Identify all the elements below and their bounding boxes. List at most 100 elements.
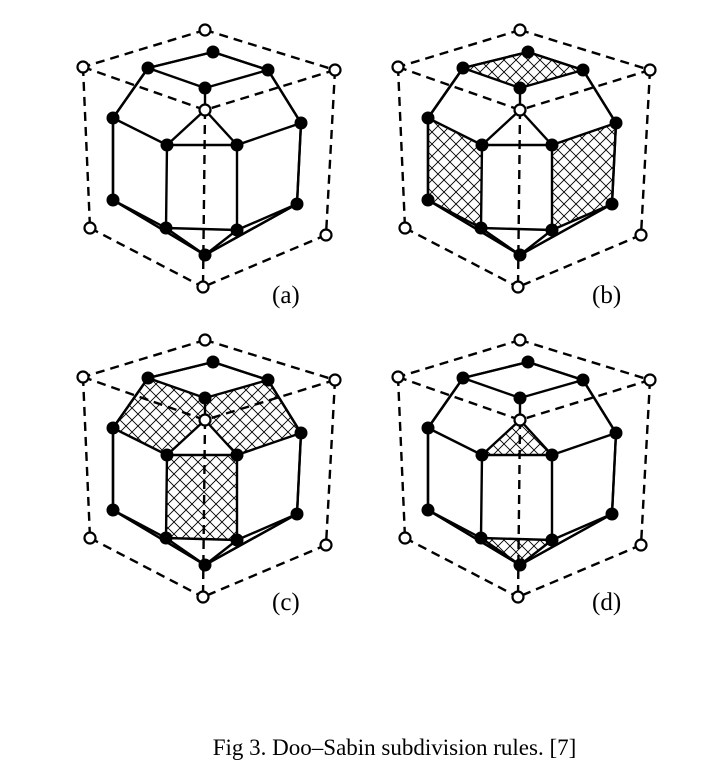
refined-edge xyxy=(518,68,585,90)
panel-d xyxy=(391,333,657,604)
original-vertex xyxy=(513,103,527,117)
original-edge xyxy=(519,338,651,382)
refined-edge xyxy=(111,426,169,457)
refined-edge xyxy=(111,198,207,257)
original-edge xyxy=(396,376,407,539)
original-edge xyxy=(397,375,521,422)
original-edge xyxy=(639,69,652,236)
original-vertex xyxy=(83,531,97,545)
refined-edge xyxy=(518,418,554,457)
new-vertex xyxy=(545,138,559,152)
new-vertex xyxy=(230,448,244,462)
new-vertex xyxy=(545,533,559,547)
refined-edge xyxy=(111,116,169,147)
original-edge xyxy=(404,536,519,599)
original-vertex xyxy=(198,103,212,117)
refined-edge xyxy=(479,143,484,230)
refined-edge xyxy=(164,453,169,540)
original-edge xyxy=(82,375,206,422)
original-vertex xyxy=(398,221,412,235)
new-vertex xyxy=(106,193,120,207)
refined-edge xyxy=(518,202,614,257)
new-vertex xyxy=(106,111,120,125)
shaded-face-front xyxy=(166,455,237,540)
original-edge xyxy=(202,543,327,599)
figure-caption: Fig 3. Doo–Sabin subdivision rules. [7] xyxy=(212,735,577,760)
new-vertex xyxy=(261,373,275,387)
original-edge xyxy=(397,338,521,379)
new-vertex xyxy=(421,421,435,435)
original-edge xyxy=(204,28,336,72)
refined-edge xyxy=(610,121,618,206)
panel-a xyxy=(76,23,342,294)
original-vertex xyxy=(634,538,648,552)
original-edge xyxy=(324,379,337,546)
refined-edge xyxy=(479,453,484,540)
refined-edge xyxy=(581,378,618,435)
refined-edge xyxy=(518,512,614,567)
original-vertex xyxy=(198,23,212,37)
original-vertex xyxy=(513,333,527,347)
new-vertex xyxy=(513,248,527,262)
shaded-face-right xyxy=(552,123,616,230)
refined-edge xyxy=(426,116,484,147)
refined-edge xyxy=(461,360,530,380)
new-vertex xyxy=(456,61,470,75)
shaded-face-front-triangle xyxy=(482,420,552,455)
original-vertex xyxy=(634,228,648,242)
refined-edge xyxy=(235,431,303,457)
new-vertex xyxy=(576,63,590,77)
original-vertex xyxy=(643,373,657,387)
new-vertex xyxy=(141,61,155,75)
refined-edge xyxy=(426,426,484,457)
refined-edge xyxy=(295,431,303,516)
refined-edge xyxy=(203,418,239,457)
refined-edge xyxy=(480,108,522,147)
new-vertex xyxy=(294,116,308,130)
refined-edge xyxy=(266,378,303,435)
new-vertex xyxy=(605,197,619,211)
original-vertex xyxy=(196,590,210,604)
original-vertex xyxy=(196,280,210,294)
original-vertex xyxy=(328,63,342,77)
refined-edge xyxy=(203,68,270,90)
refined-edge xyxy=(111,376,150,430)
refined-edge xyxy=(550,121,618,147)
new-vertex xyxy=(198,248,212,262)
original-vertex xyxy=(328,373,342,387)
new-vertex xyxy=(230,138,244,152)
new-vertex xyxy=(290,197,304,211)
new-vertex xyxy=(513,81,527,95)
original-edge xyxy=(324,69,337,236)
refined-edge xyxy=(203,202,299,257)
refined-edge xyxy=(526,50,585,72)
refined-edge xyxy=(211,50,270,72)
new-vertex xyxy=(605,507,619,521)
shaded-face-bottom-triangle xyxy=(481,538,552,565)
refined-edge xyxy=(165,108,207,147)
new-vertex xyxy=(206,45,220,59)
original-edge xyxy=(397,65,521,112)
panel-label-d: (d) xyxy=(592,589,621,616)
new-vertex xyxy=(198,81,212,95)
panel-label-c: (c) xyxy=(272,589,300,616)
original-vertex xyxy=(391,60,405,74)
new-vertex xyxy=(545,448,559,462)
new-vertex xyxy=(513,558,527,572)
new-vertex xyxy=(261,63,275,77)
original-vertex xyxy=(76,370,90,384)
original-vertex xyxy=(511,590,525,604)
original-edge xyxy=(82,28,206,69)
refined-edge xyxy=(295,121,303,206)
original-vertex xyxy=(319,228,333,242)
refined-edge xyxy=(203,378,270,400)
refined-edge xyxy=(461,50,530,70)
refined-edge xyxy=(146,50,215,70)
new-vertex xyxy=(609,426,623,440)
original-vertex xyxy=(513,23,527,37)
refined-edge xyxy=(479,536,554,542)
refined-edge xyxy=(461,66,522,90)
refined-edge xyxy=(426,198,522,257)
new-vertex xyxy=(456,371,470,385)
